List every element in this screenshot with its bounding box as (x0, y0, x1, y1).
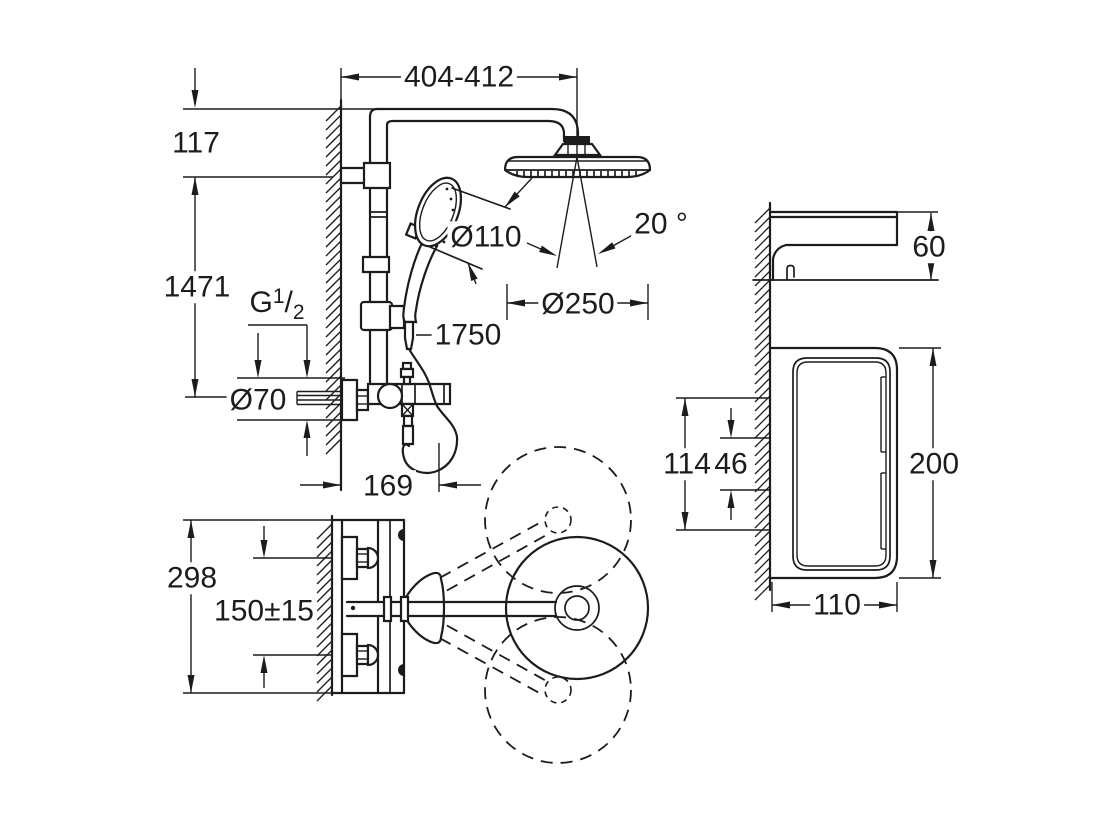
escutcheon (342, 380, 357, 420)
dim-top-offset: 117 (169, 127, 223, 159)
dim-plan-height: 298 (163, 562, 221, 594)
hose-outlet (403, 426, 413, 444)
dim-hand-shower-dia: Ø110 (447, 221, 525, 253)
dim-riser-height: 1471 (160, 271, 234, 303)
dim-shelf-height: 60 (909, 231, 949, 263)
dim-swivel-angle: 20 ° (631, 208, 691, 240)
dim-head-shower-dia: Ø250 (538, 288, 618, 320)
basket-front-view (676, 337, 941, 612)
rail-sleeve (363, 257, 389, 272)
thermostat-knob (378, 384, 402, 408)
supply-pipe (297, 392, 342, 405)
holder-cup (390, 306, 404, 328)
wall-hatch-shelf (755, 208, 770, 349)
hand-shower-plan (404, 573, 444, 643)
wall-hatch-main (326, 106, 341, 454)
dim-holder-span: 114 (660, 448, 714, 480)
dim-thread-size: G1/2 (246, 285, 308, 325)
spray-nozzles (517, 171, 636, 176)
riser-pipe (370, 109, 578, 384)
dim-hose-length: 1750 (431, 319, 505, 351)
dim-inlet-spacing: 150±15 (211, 595, 317, 627)
dimension-lines-plan (183, 520, 377, 693)
dim-escutcheon-dia: Ø70 (226, 384, 290, 416)
wall-hatch-basket (755, 342, 770, 600)
dim-basket-width: 110 (810, 589, 864, 621)
head-shower-plan (506, 537, 648, 679)
swivel-angle-line-right (577, 157, 597, 267)
dim-basket-height: 200 (905, 448, 963, 480)
valve-plan (332, 520, 404, 693)
main-front-view (183, 68, 650, 492)
wall-hatch-plan (317, 524, 332, 701)
hand-shower (403, 171, 470, 349)
plan-view (183, 447, 648, 763)
dim-top-width: 404-412 (400, 61, 518, 93)
dim-holder-inner: 46 (711, 448, 751, 480)
bracket-collar (364, 163, 390, 188)
shower-hose (403, 349, 457, 473)
shelf-side-view (753, 203, 938, 349)
thermostat-valve (342, 363, 450, 444)
basket-slots (881, 377, 886, 549)
swivel-angle-line-left (557, 157, 577, 268)
shelf-hook (787, 266, 794, 281)
hand-shower-holder (361, 302, 392, 330)
dim-spout-depth: 169 (359, 470, 417, 502)
